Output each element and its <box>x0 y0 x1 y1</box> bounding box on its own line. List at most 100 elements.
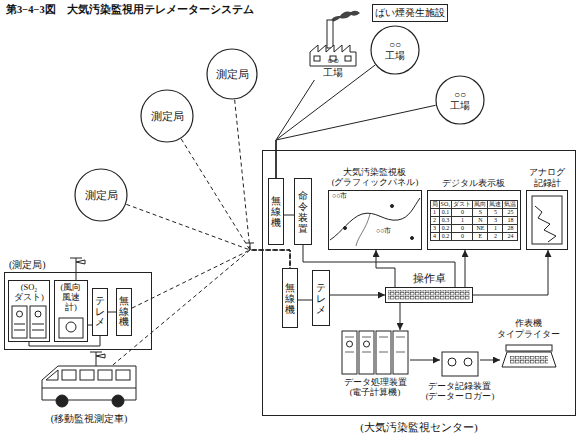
signal-line <box>284 215 294 216</box>
van-windshield <box>46 370 58 380</box>
node-label: 測定局 <box>85 189 118 202</box>
table-cell-box: 0 <box>452 232 473 240</box>
table-cell: 25 <box>507 209 513 215</box>
box-node: 命令装置 <box>294 178 312 245</box>
box-node: デジタル表示板局SO₂ダスト風向風速気温10.10S52520.31N31830… <box>427 190 522 250</box>
table-cell: 0.2 <box>442 225 450 231</box>
circle-node: 測定局 <box>74 168 128 222</box>
table-cell: 1 <box>494 225 497 231</box>
table-cell: 0 <box>461 225 464 231</box>
computer-cabinet <box>359 331 374 374</box>
van-body <box>42 366 136 400</box>
radio-link <box>126 204 290 268</box>
van-window <box>80 370 94 380</box>
circle-outline-shape <box>371 26 419 74</box>
table-cell: E <box>479 233 483 239</box>
table-cell: NE <box>476 225 484 231</box>
map-label: ○○市 <box>332 193 347 200</box>
signal-line <box>276 105 436 178</box>
node-label: 作表機 タイプライター <box>497 318 560 339</box>
table-cell-box: 風速 <box>488 200 503 208</box>
table-cell: 3 <box>494 217 497 223</box>
table-cell-box: 2 <box>430 216 439 224</box>
table-cell-box: 気温 <box>503 200 518 208</box>
box-node: 無線機 <box>268 178 284 245</box>
table-cell-box: 2 <box>488 232 503 240</box>
van-wheel <box>56 395 68 407</box>
node-label: 無線機 <box>285 282 295 315</box>
node-label: ○○工場 <box>385 39 405 62</box>
circle-outline-shape <box>436 76 484 124</box>
circle-node: ○○工場 <box>370 25 420 75</box>
table-cell-box: 0.1 <box>439 208 452 216</box>
node-label: (測定局) <box>9 259 46 271</box>
display-table: 局SO₂ダスト風向風速気温10.10S52520.31N31830.20NE12… <box>430 200 519 241</box>
table-cell-box: 0.3 <box>439 216 452 224</box>
table-cell: ダスト <box>453 201 471 207</box>
tape-reel <box>364 341 370 347</box>
node-label: テレメ <box>95 296 105 327</box>
instrument-panel-lines <box>14 324 44 330</box>
node-label: ばい煙発生施設 <box>375 7 445 19</box>
recorder-paper <box>532 196 562 244</box>
table-cell: 1 <box>461 217 464 223</box>
box-node: 無線機 <box>282 268 298 328</box>
node-label: (SO₂ ダスト) <box>14 283 44 303</box>
table-cell-box: 28 <box>503 224 518 232</box>
radio-link <box>113 250 290 365</box>
table-cell: 1 <box>433 209 436 215</box>
table-cell-box: 18 <box>503 216 518 224</box>
signal-line <box>330 295 385 296</box>
box-node: (SO₂ ダスト) <box>8 280 50 342</box>
typewriter-body <box>502 352 556 367</box>
signal-line <box>276 80 314 178</box>
signal-line <box>303 245 455 287</box>
table-row: 30.2 0 NE 1 28 <box>430 224 518 232</box>
table-cell: 2 <box>433 217 436 223</box>
node-label: 無線機 <box>271 195 281 228</box>
node-label: アナログ 記録計 <box>529 167 565 188</box>
figure-node: 作表機 タイプライター <box>500 342 556 368</box>
table-cell-box: 0 <box>452 208 473 216</box>
monitor-instrument <box>30 306 46 338</box>
table-cell: 2 <box>494 233 497 239</box>
signal-line <box>480 360 500 361</box>
table-cell-box: 0.2 <box>439 224 452 232</box>
typewriter-keys <box>510 356 548 364</box>
table-cell: 風速 <box>489 201 501 207</box>
table-cell-box: SO₂ <box>439 200 452 208</box>
signal-line <box>298 300 312 301</box>
table-cell-box: 1 <box>452 216 473 224</box>
table-cell-box: 3 <box>430 224 439 232</box>
map-station-dot <box>411 237 414 240</box>
table-cell: 0 <box>461 209 464 215</box>
monitor-instrument <box>12 306 27 338</box>
map-river <box>356 214 370 246</box>
table-cell-box: 5 <box>488 208 503 216</box>
table-cell: 4 <box>433 233 436 239</box>
recorder-trace <box>535 206 556 242</box>
factory-window <box>345 56 351 61</box>
table-cell-box: 25 <box>503 208 518 216</box>
signal-line <box>410 360 440 361</box>
wind-vane <box>70 258 85 280</box>
circle-outline-shape <box>141 90 193 142</box>
table-cell: 5 <box>494 209 497 215</box>
computer-cabinet <box>342 331 357 374</box>
radio-link <box>132 250 290 308</box>
signal-line <box>29 336 100 346</box>
node-label: ○○工場 <box>450 89 470 112</box>
table-cell-box: 風向 <box>473 200 488 208</box>
van-window <box>116 370 130 380</box>
map-label: ○○市 <box>376 228 391 235</box>
table-cell: 0.3 <box>442 217 450 223</box>
node-label: 測定局 <box>216 68 249 81</box>
table-cell: 風向 <box>474 201 486 207</box>
table-cell-box: S <box>473 208 488 216</box>
table-cell-box: 局 <box>430 200 439 208</box>
circle-outline-shape <box>207 49 257 99</box>
table-cell-box: 0 <box>452 224 473 232</box>
table-cell-box: 24 <box>503 232 518 240</box>
box-node: (大気汚染監視センター)無線機命令装置大気汚染監視板 (グラフィックパネル)デジ… <box>262 150 576 416</box>
